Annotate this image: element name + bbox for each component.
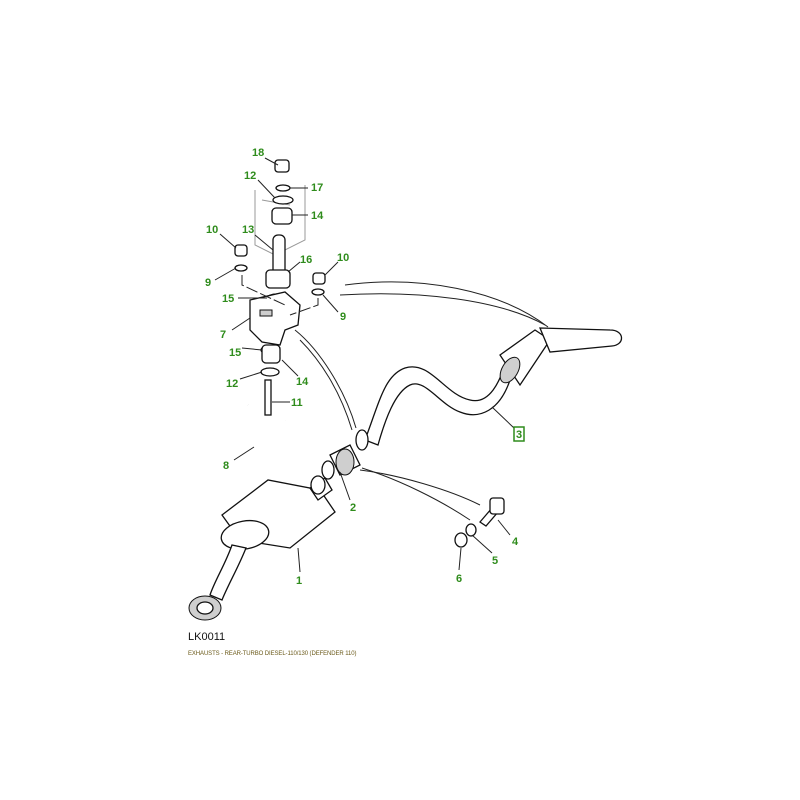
callout-15: 15 bbox=[222, 293, 234, 305]
u-bolt bbox=[246, 379, 287, 468]
callout-3: 3 bbox=[516, 429, 522, 441]
callout-10: 10 bbox=[206, 224, 218, 236]
callout-1: 1 bbox=[296, 575, 302, 587]
callout-6: 6 bbox=[456, 573, 462, 585]
callout-16: 16 bbox=[300, 254, 312, 266]
callout-2: 2 bbox=[350, 502, 356, 514]
front-silencer bbox=[188, 475, 336, 621]
callout-15: 15 bbox=[229, 347, 241, 359]
callout-9: 9 bbox=[205, 277, 211, 289]
diagram-code: LK0011 bbox=[188, 631, 226, 643]
callout-8: 8 bbox=[223, 460, 229, 472]
callout-14: 14 bbox=[296, 376, 309, 388]
bolt-nut-set bbox=[454, 497, 505, 548]
flange-joint bbox=[321, 429, 481, 521]
callout-17: 17 bbox=[311, 182, 323, 194]
callout-4: 4 bbox=[512, 536, 519, 548]
callout-7: 7 bbox=[220, 329, 226, 341]
callouts: 18 12 17 14 10 13 16 10 9 15 9 7 15 14 1… bbox=[205, 147, 525, 587]
callout-14: 14 bbox=[311, 210, 324, 222]
mounting-bracket-stack bbox=[234, 159, 326, 377]
callout-9: 9 bbox=[340, 311, 346, 323]
leader-lines bbox=[214, 157, 515, 573]
callout-12: 12 bbox=[244, 170, 256, 182]
callout-11: 11 bbox=[291, 397, 303, 409]
callout-12: 12 bbox=[226, 378, 238, 390]
callout-3-box bbox=[513, 426, 525, 442]
callout-18: 18 bbox=[252, 147, 264, 159]
rear-silencer-assembly bbox=[294, 281, 623, 446]
diagram-caption: EXHAUSTS - REAR-TURBO DIESEL-110/130 (DE… bbox=[188, 651, 357, 657]
callout-13: 13 bbox=[242, 224, 254, 236]
callout-10: 10 bbox=[337, 252, 349, 264]
callout-5: 5 bbox=[492, 555, 498, 567]
